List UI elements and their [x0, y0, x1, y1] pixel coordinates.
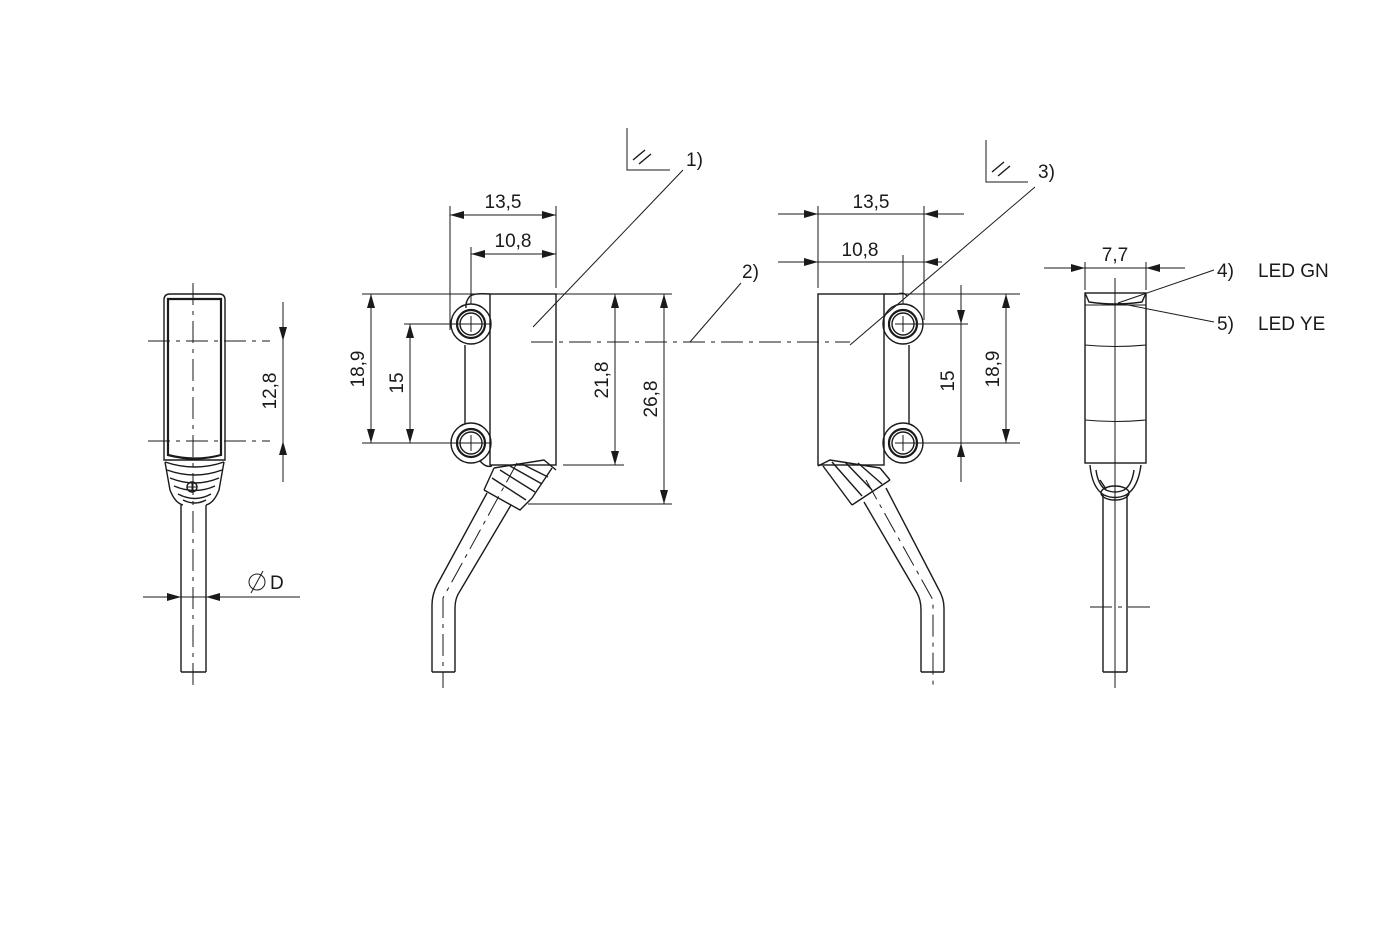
- dim-width-10-8-a: 10,8: [495, 231, 532, 252]
- callout-3: 3): [1038, 162, 1055, 183]
- front-view-1: 13,5 10,8 18,9 15 21,8 26,8 1): [348, 128, 703, 688]
- callout-1: 1): [686, 150, 703, 171]
- right-side-view: 7,7 4) LED GN 5) LED YE: [1044, 245, 1329, 688]
- optical-axis-symbol-2: [985, 140, 1028, 183]
- diameter-label: D: [248, 570, 284, 594]
- dim-hole-spacing-15-b: 15: [938, 370, 959, 391]
- led-ye-label: LED YE: [1258, 314, 1325, 335]
- front-view-2: 13,5 10,8 15 18,9 3): [778, 140, 1055, 688]
- dim-height-12-8: 12,8: [260, 373, 281, 410]
- callout-5: 5): [1217, 314, 1234, 335]
- dim-width-7-7: 7,7: [1102, 245, 1128, 266]
- dim-height-18-9-a: 18,9: [348, 351, 369, 388]
- dim-cable-diameter: D: [270, 573, 284, 594]
- dim-hole-spacing-15-a: 15: [387, 372, 408, 393]
- dim-width-13-5-b: 13,5: [853, 192, 890, 213]
- left-side-view: 12,8 D: [143, 283, 300, 685]
- optical-axis: 2): [531, 262, 850, 343]
- dim-height-21-8: 21,8: [592, 362, 613, 399]
- callout-4: 4): [1217, 261, 1234, 282]
- dim-height-18-9-b: 18,9: [983, 351, 1004, 388]
- led-gn-label: LED GN: [1258, 261, 1329, 282]
- dim-height-26-8: 26,8: [641, 381, 662, 418]
- optical-axis-symbol-1: [626, 128, 670, 171]
- dim-width-10-8-b: 10,8: [842, 240, 879, 261]
- dim-width-13-5-a: 13,5: [485, 192, 522, 213]
- callout-2: 2): [742, 262, 759, 283]
